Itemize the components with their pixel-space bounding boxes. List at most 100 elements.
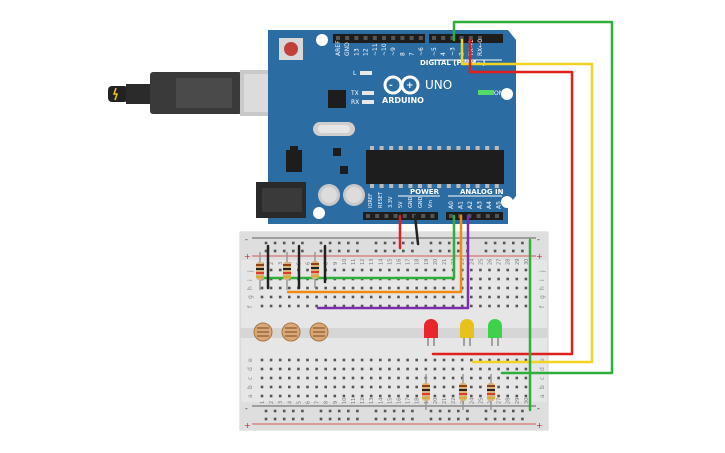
- rail-hole[interactable]: [273, 249, 277, 253]
- header-pin[interactable]: [450, 36, 455, 40]
- breadboard-hole[interactable]: [406, 295, 409, 299]
- breadboard-hole[interactable]: [524, 376, 528, 380]
- header-pin[interactable]: [432, 36, 436, 40]
- breadboard-hole[interactable]: [269, 367, 273, 371]
- rail-hole[interactable]: [356, 409, 359, 413]
- photoresistor[interactable]: [309, 322, 329, 342]
- rail-hole[interactable]: [383, 249, 387, 253]
- rail-hole[interactable]: [337, 249, 341, 253]
- breadboard-hole[interactable]: [433, 268, 437, 272]
- breadboard-hole[interactable]: [479, 295, 482, 299]
- breadboard-hole[interactable]: [415, 394, 418, 398]
- rail-hole[interactable]: [319, 241, 323, 245]
- rail-hole[interactable]: [521, 241, 524, 245]
- rail-hole[interactable]: [264, 409, 268, 413]
- breadboard-hole[interactable]: [424, 304, 428, 308]
- breadboard-hole[interactable]: [515, 385, 519, 389]
- breadboard-hole[interactable]: [460, 358, 464, 362]
- breadboard-hole[interactable]: [315, 295, 318, 299]
- rail-hole[interactable]: [264, 241, 268, 245]
- rail-hole[interactable]: [484, 409, 488, 413]
- rail-hole[interactable]: [521, 417, 524, 421]
- rail-hole[interactable]: [282, 241, 286, 245]
- breadboard-hole[interactable]: [306, 268, 309, 272]
- rail-hole[interactable]: [301, 241, 304, 245]
- rail-hole[interactable]: [457, 241, 460, 245]
- breadboard-hole[interactable]: [488, 358, 491, 362]
- rail-hole[interactable]: [502, 241, 506, 245]
- breadboard-hole[interactable]: [460, 295, 464, 299]
- rail-hole[interactable]: [328, 417, 332, 421]
- breadboard-hole[interactable]: [470, 286, 473, 290]
- breadboard-hole[interactable]: [369, 394, 373, 398]
- rail-hole[interactable]: [411, 249, 414, 253]
- breadboard-hole[interactable]: [506, 295, 509, 299]
- header-pin[interactable]: [478, 36, 482, 40]
- header-pin[interactable]: [467, 214, 472, 218]
- breadboard-hole[interactable]: [397, 304, 400, 308]
- breadboard-hole[interactable]: [433, 385, 437, 389]
- breadboard-hole[interactable]: [479, 385, 482, 389]
- rail-hole[interactable]: [402, 417, 405, 421]
- breadboard-hole[interactable]: [297, 304, 300, 308]
- breadboard-hole[interactable]: [342, 268, 346, 272]
- breadboard-hole[interactable]: [388, 286, 391, 290]
- rail-hole[interactable]: [484, 417, 488, 421]
- breadboard-hole[interactable]: [415, 367, 418, 371]
- breadboard-hole[interactable]: [406, 385, 409, 389]
- breadboard-hole[interactable]: [497, 385, 500, 389]
- breadboard-hole[interactable]: [488, 295, 491, 299]
- breadboard-hole[interactable]: [524, 286, 528, 290]
- breadboard-hole[interactable]: [369, 295, 373, 299]
- breadboard-hole[interactable]: [524, 295, 528, 299]
- breadboard-hole[interactable]: [315, 358, 318, 362]
- breadboard-hole[interactable]: [497, 304, 500, 308]
- rail-hole[interactable]: [292, 409, 295, 413]
- breadboard-hole[interactable]: [306, 385, 309, 389]
- breadboard-hole[interactable]: [488, 268, 491, 272]
- breadboard-hole[interactable]: [506, 358, 509, 362]
- breadboard-hole[interactable]: [269, 268, 273, 272]
- breadboard-hole[interactable]: [406, 304, 409, 308]
- header-pin[interactable]: [459, 36, 464, 40]
- breadboard-hole[interactable]: [479, 367, 482, 371]
- header-pin[interactable]: [441, 36, 446, 40]
- breadboard-hole[interactable]: [369, 376, 373, 380]
- breadboard-hole[interactable]: [278, 367, 282, 371]
- breadboard-hole[interactable]: [278, 376, 282, 380]
- breadboard-hole[interactable]: [269, 358, 273, 362]
- breadboard-hole[interactable]: [470, 304, 473, 308]
- breadboard-hole[interactable]: [351, 304, 355, 308]
- breadboard-hole[interactable]: [288, 376, 291, 380]
- header-pin[interactable]: [449, 214, 453, 218]
- rail-hole[interactable]: [512, 409, 515, 413]
- breadboard-hole[interactable]: [269, 376, 273, 380]
- rail-hole[interactable]: [319, 249, 323, 253]
- rail-hole[interactable]: [429, 249, 433, 253]
- header-pin[interactable]: [418, 36, 423, 40]
- breadboard-hole[interactable]: [379, 367, 382, 371]
- breadboard-hole[interactable]: [470, 295, 473, 299]
- rail-hole[interactable]: [392, 241, 396, 245]
- breadboard-hole[interactable]: [388, 385, 391, 389]
- resistor[interactable]: [422, 374, 430, 410]
- breadboard-hole[interactable]: [315, 286, 318, 290]
- breadboard-hole[interactable]: [415, 376, 418, 380]
- breadboard-hole[interactable]: [497, 376, 500, 380]
- breadboard-hole[interactable]: [379, 295, 382, 299]
- breadboard-hole[interactable]: [388, 376, 391, 380]
- breadboard-hole[interactable]: [424, 358, 428, 362]
- header-pin[interactable]: [400, 36, 405, 40]
- rail-hole[interactable]: [438, 417, 442, 421]
- breadboard-hole[interactable]: [415, 268, 418, 272]
- breadboard-hole[interactable]: [397, 286, 400, 290]
- rail-hole[interactable]: [493, 241, 497, 245]
- breadboard-hole[interactable]: [360, 304, 364, 308]
- breadboard-hole[interactable]: [424, 367, 428, 371]
- breadboard-hole[interactable]: [406, 358, 409, 362]
- rail-hole[interactable]: [292, 241, 295, 245]
- breadboard-hole[interactable]: [451, 394, 455, 398]
- orange-wire-a1[interactable]: [286, 214, 463, 294]
- rail-hole[interactable]: [292, 249, 295, 253]
- rail-hole[interactable]: [512, 241, 515, 245]
